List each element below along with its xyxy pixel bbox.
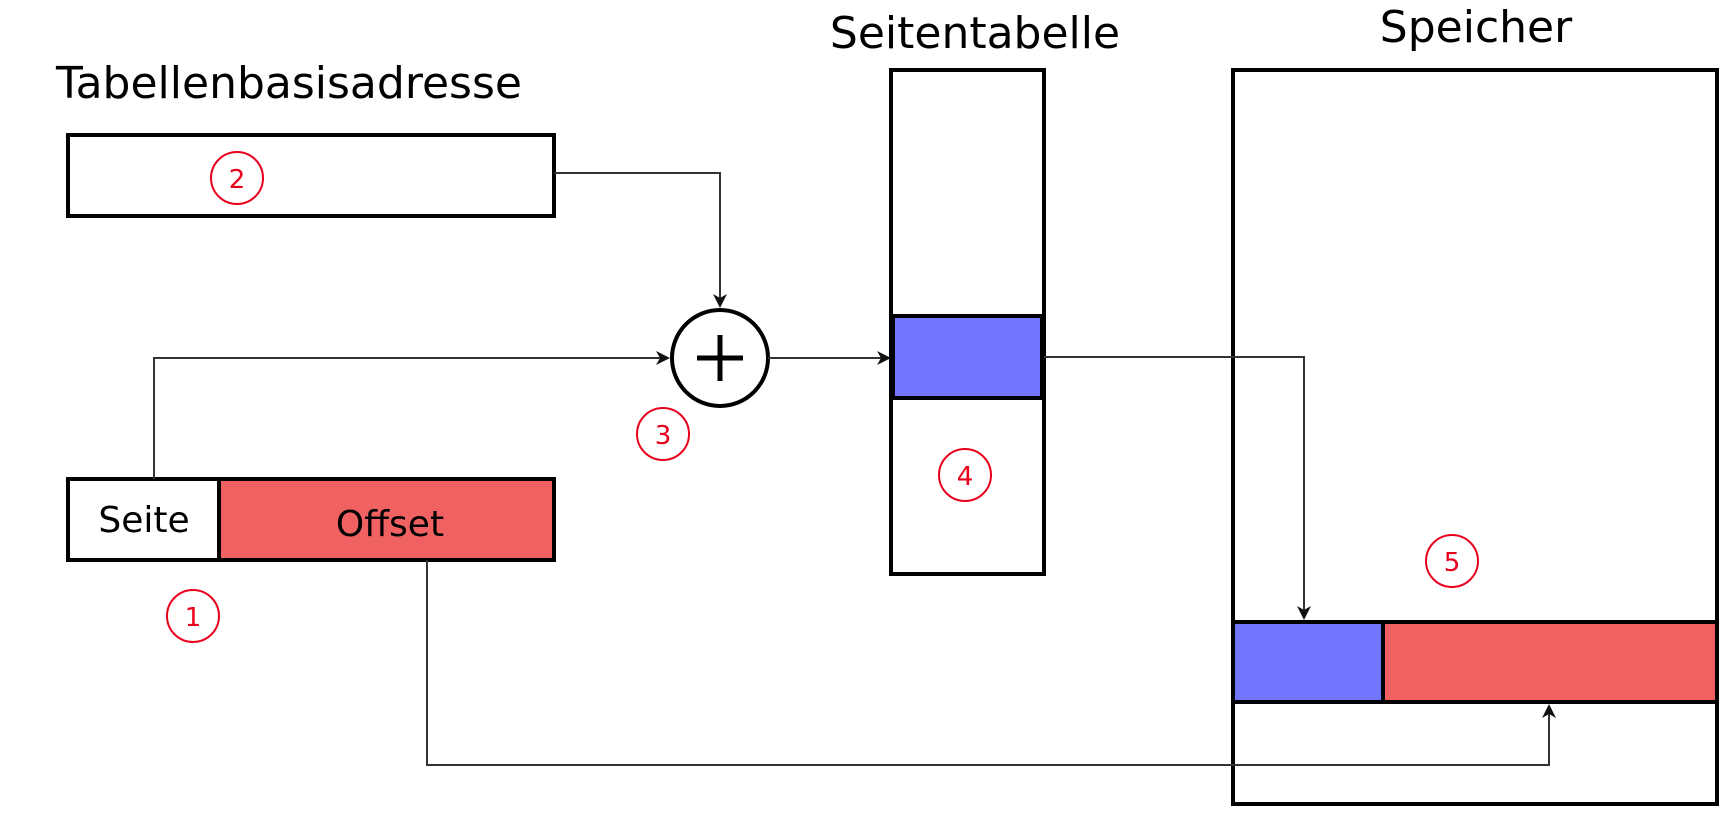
virtual-address-offset-field	[217, 477, 556, 562]
svg-text:3: 3	[655, 421, 672, 451]
physical-address-offset-field	[1381, 620, 1719, 704]
memory-title: Speicher	[1380, 2, 1573, 53]
step-marker-2: 2	[210, 151, 264, 205]
step-marker-1: 1	[166, 589, 220, 643]
virtual-address-page-field	[66, 477, 221, 562]
page-table-entry	[891, 314, 1044, 400]
svg-text:1: 1	[185, 603, 202, 633]
page-field-label: Seite	[98, 500, 189, 541]
base-address-title: Tabellenbasisadresse	[55, 58, 522, 109]
arrow-offset-to-memory	[426, 560, 1556, 766]
svg-text:5: 5	[1444, 548, 1461, 578]
step-marker-3: 3	[636, 407, 690, 461]
svg-text:2: 2	[229, 165, 246, 195]
physical-address-frame-field	[1231, 620, 1385, 704]
svg-text:4: 4	[957, 462, 974, 492]
arrow-base-to-adder	[554, 172, 727, 308]
page-table-title: Seitentabelle	[830, 8, 1120, 59]
step-marker-4: 4	[938, 448, 992, 502]
arrow-page-table-to-frame	[1044, 356, 1311, 620]
base-address-register	[66, 133, 556, 218]
offset-field-label: Offset	[336, 504, 444, 545]
step-marker-5: 5	[1425, 534, 1479, 588]
arrow-page-to-adder	[153, 351, 670, 479]
